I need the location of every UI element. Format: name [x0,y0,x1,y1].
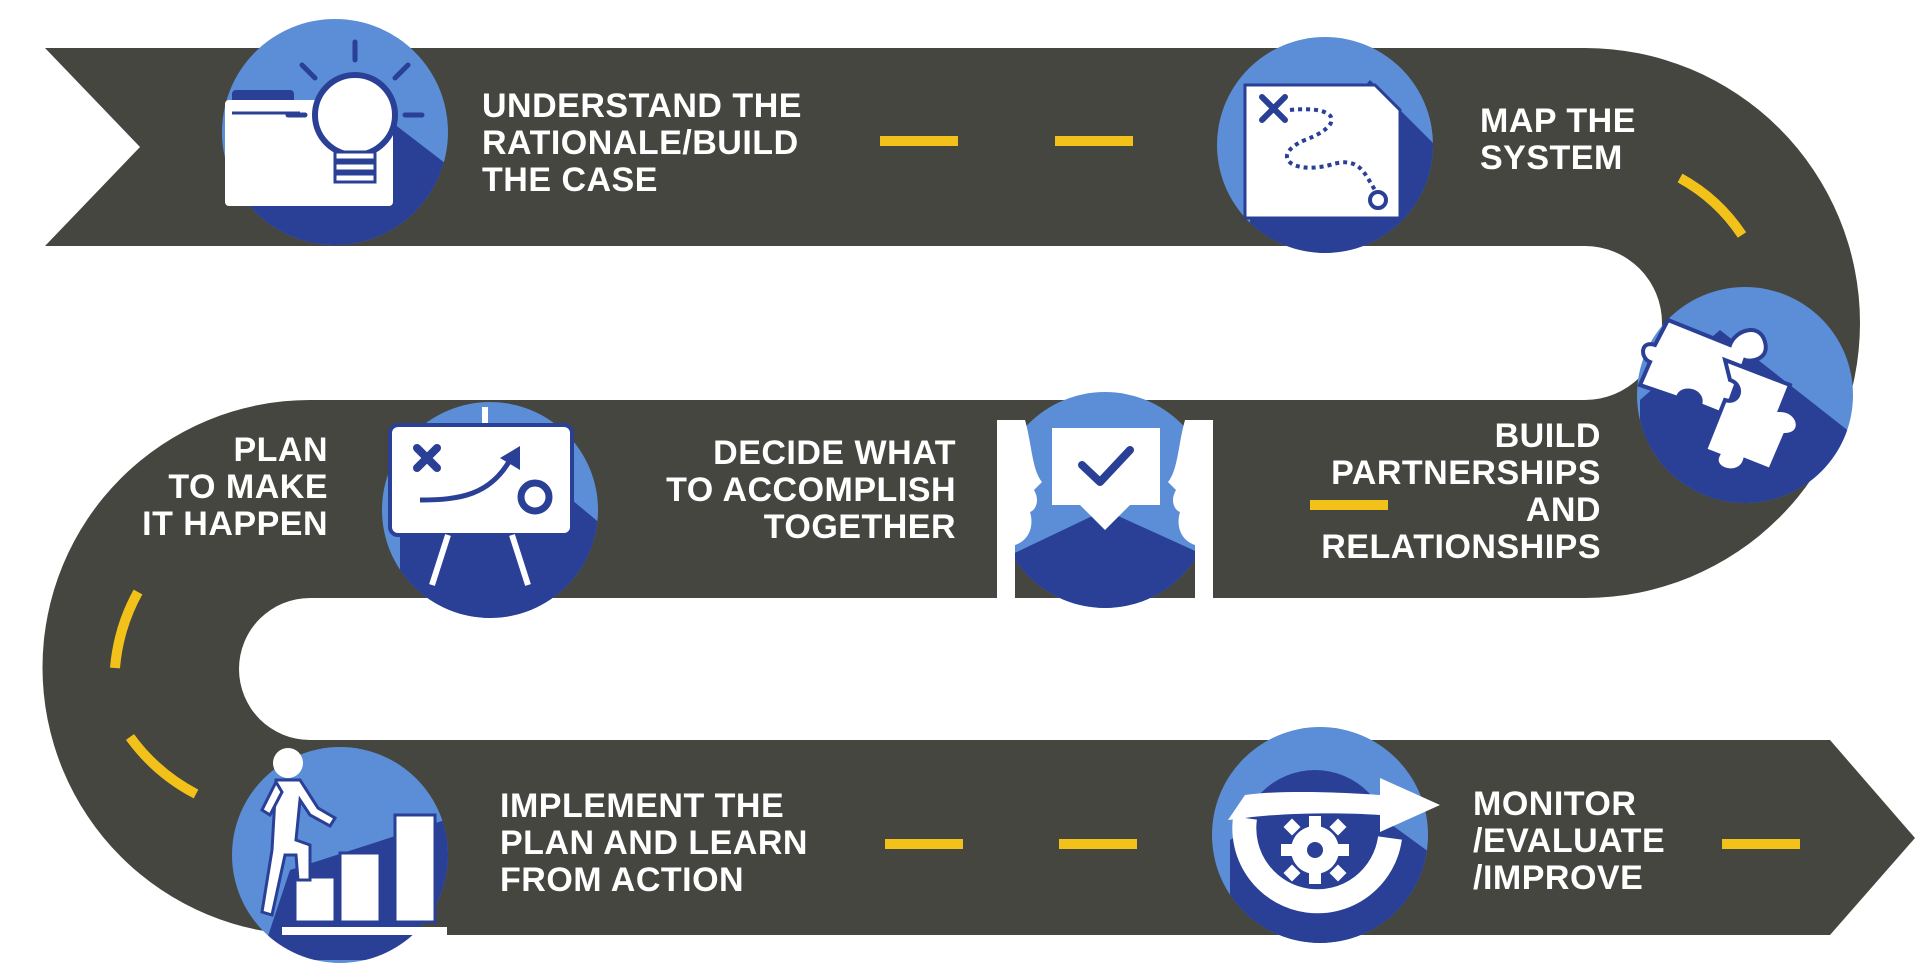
step-7-line-3: /IMPROVE [1473,859,1644,897]
step-3-line-3: AND [1525,491,1601,529]
step-4-label: DECIDE WHAT TO ACCOMPLISH TOGETHER [666,435,956,546]
dash [125,734,199,799]
step-4-badge [997,392,1213,620]
dash [110,589,143,669]
strategy-board-icon [388,407,574,586]
step-2-badge [1217,37,1433,253]
step-3-line-4: RELATIONSHIPS [1321,528,1601,566]
step-5-label: PLAN TO MAKE IT HAPPEN [142,432,328,543]
step-5-line-3: IT HAPPEN [142,505,328,543]
step-1-label: UNDERSTAND THE RATIONALE/BUILD THE CASE [482,88,802,199]
step-5-line-2: TO MAKE [168,468,328,506]
step-7-badge [1212,727,1440,943]
step-2-line-1: MAP THE [1480,102,1636,140]
step-6-line-2: PLAN AND LEARN [500,824,808,862]
gear-cycle-arrow-icon [1228,770,1440,920]
dash [1677,173,1747,238]
step-4-line-1: DECIDE WHAT [713,434,956,472]
step-3-line-1: BUILD [1494,417,1601,455]
step-3-line-2: PARTNERSHIPS [1331,454,1601,492]
road-center-dashes [110,136,1800,849]
step-4-line-2: TO ACCOMPLISH [666,471,956,509]
step-7-label: MONITOR /EVALUATE /IMPROVE [1473,786,1665,897]
step-7-line-1: MONITOR [1473,785,1637,823]
step-2-line-2: SYSTEM [1480,139,1623,177]
treasure-map-icon [1243,83,1402,220]
person-climbing-stairs-icon [260,748,447,935]
step-6-badge [232,747,448,963]
step-1-line-1: UNDERSTAND THE [482,87,802,125]
two-faces-speech-bubble-icon [997,420,1213,620]
step-7-line-2: /EVALUATE [1473,822,1666,860]
puzzle-pieces-icon [1637,317,1800,473]
step-1-line-2: RATIONALE/BUILD [482,124,799,162]
step-5-badge [382,402,598,618]
step-1-line-3: THE CASE [482,161,658,199]
step-5-line-1: PLAN [233,431,328,469]
step-2-label: MAP THE SYSTEM [1480,103,1636,177]
step-4-line-3: TOGETHER [763,508,956,546]
step-6-line-1: IMPLEMENT THE [500,787,785,825]
step-6-label: IMPLEMENT THE PLAN AND LEARN FROM ACTION [500,788,808,899]
step-3-label: BUILD PARTNERSHIPS AND RELATIONSHIPS [1321,418,1601,566]
road-arrow-head [350,740,1915,935]
folder-lightbulb-icon [225,39,425,206]
step-6-line-3: FROM ACTION [500,861,745,899]
step-3-badge [1637,287,1853,503]
